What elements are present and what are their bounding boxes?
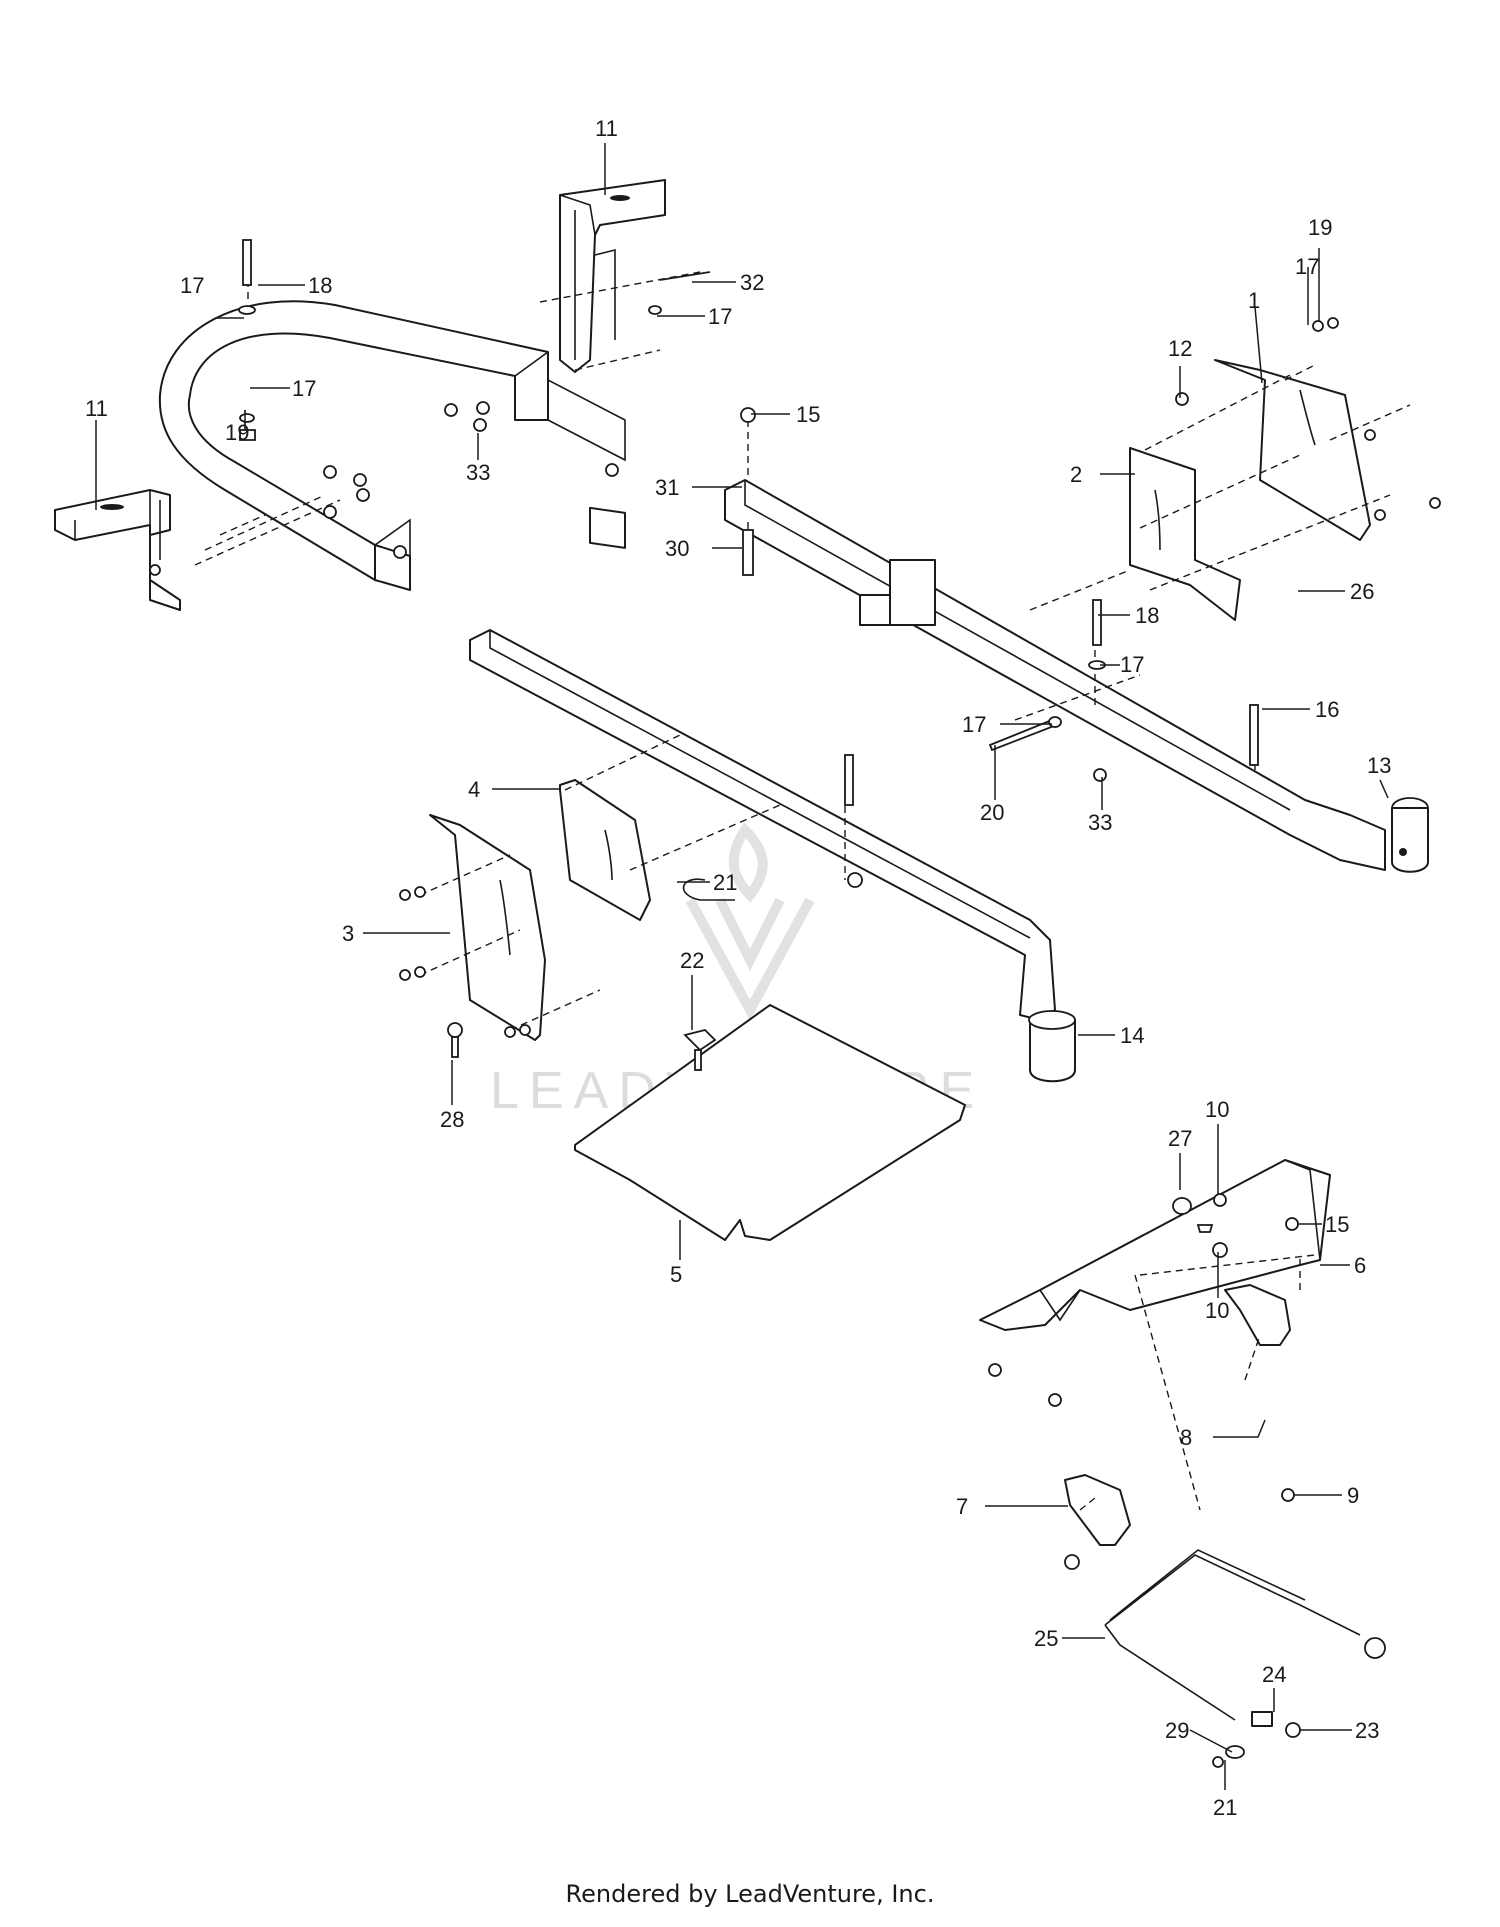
callout-12: 12 — [1168, 336, 1192, 361]
callout-16: 16 — [1315, 697, 1339, 722]
callout-3: 3 — [342, 921, 354, 946]
callout-22: 22 — [680, 948, 704, 973]
callout-5: 5 — [670, 1262, 682, 1287]
mounting-bracket-top — [559, 179, 666, 373]
bumper-bracket-left — [1064, 1474, 1131, 1546]
callout-30: 30 — [665, 536, 689, 561]
mounting-bracket-left — [54, 489, 181, 611]
deck-height-plate-front — [429, 814, 546, 1041]
callout-15-bumper: 15 — [1325, 1212, 1349, 1237]
callout-10-bumper: 10 — [1205, 1298, 1229, 1323]
callout-17-right: 17 — [1295, 254, 1319, 279]
callout-18-top: 18 — [308, 273, 332, 298]
callout-28: 28 — [440, 1107, 464, 1132]
callout-19-right: 19 — [1308, 215, 1332, 240]
callout-27: 27 — [1168, 1126, 1192, 1151]
bumper-bracket-right — [1224, 1284, 1291, 1346]
callout-13: 13 — [1367, 753, 1391, 778]
callout-21-rod: 21 — [1213, 1795, 1237, 1820]
deck-bracket-left — [1129, 447, 1241, 621]
callout-17-top: 17 — [180, 273, 204, 298]
callout-14: 14 — [1120, 1023, 1144, 1048]
callout-7: 7 — [956, 1494, 968, 1519]
front-frame-tube — [469, 629, 1076, 1083]
front-loop-frame — [158, 300, 626, 591]
callout-23: 23 — [1355, 1718, 1379, 1743]
callout-17-tube: 17 — [1120, 652, 1144, 677]
callout-29: 29 — [1165, 1718, 1189, 1743]
callout-1: 1 — [1248, 288, 1260, 313]
callout-25: 25 — [1034, 1626, 1058, 1651]
callout-15-top: 15 — [796, 402, 820, 427]
callout-17-bracket: 17 — [708, 304, 732, 329]
callout-17-pin: 17 — [962, 712, 986, 737]
floor-pan — [574, 1004, 966, 1241]
callout-33-top: 33 — [466, 460, 490, 485]
callout-2: 2 — [1070, 462, 1082, 487]
callout-31: 31 — [655, 475, 679, 500]
callout-32: 32 — [740, 270, 764, 295]
callout-8: 8 — [1180, 1425, 1192, 1450]
footer-credit: Rendered by LeadVenture, Inc. — [565, 1880, 935, 1908]
callout-4: 4 — [468, 777, 480, 802]
callout-11-left: 11 — [85, 396, 108, 421]
callout-21-pin: 21 — [713, 870, 737, 895]
deck-lift-rod — [1104, 1549, 1386, 1727]
assembly-lines — [194, 271, 1411, 1511]
callout-33-right: 33 — [1088, 810, 1112, 835]
callout-19-loop: 19 — [225, 420, 249, 445]
callout-labels: 11 11 18 17 32 17 17 19 33 19 17 12 1 15… — [85, 116, 1391, 1820]
callout-6: 6 — [1354, 1253, 1366, 1278]
callout-10-top: 10 — [1205, 1097, 1229, 1122]
callout-9: 9 — [1347, 1483, 1359, 1508]
leader-lines — [95, 143, 1389, 1790]
callout-20: 20 — [980, 800, 1004, 825]
hardware — [238, 239, 1441, 1768]
callout-24: 24 — [1262, 1662, 1286, 1687]
rear-frame-tube — [724, 479, 1429, 873]
callout-18-right: 18 — [1135, 603, 1159, 628]
callout-26: 26 — [1350, 579, 1374, 604]
deck-height-plate-rear — [559, 779, 651, 921]
callout-11-top: 11 — [595, 116, 618, 141]
deck-bracket-right — [1214, 359, 1371, 541]
callout-17-loop: 17 — [292, 376, 316, 401]
